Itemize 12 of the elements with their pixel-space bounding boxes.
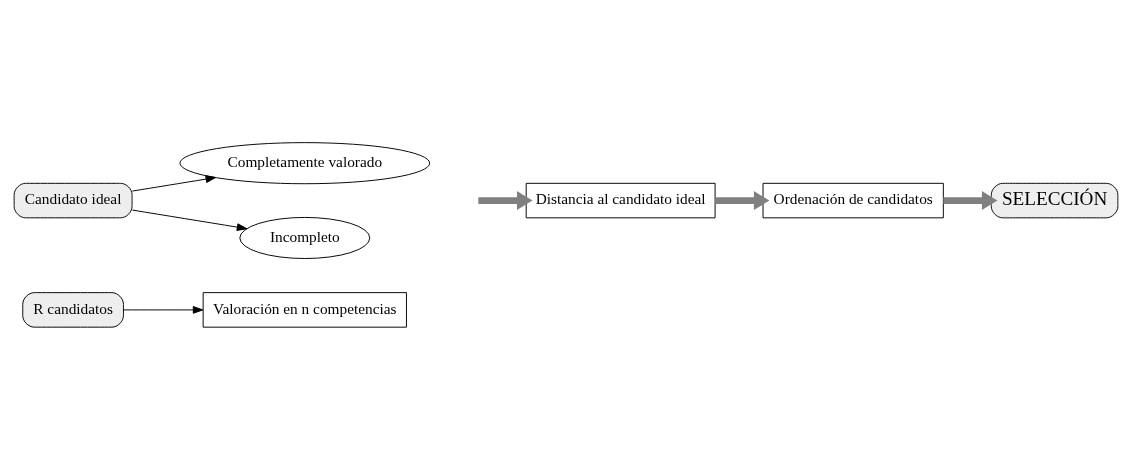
- arrow: [123, 306, 204, 314]
- node-box: R candidatos: [22, 292, 124, 328]
- arrow: [715, 191, 770, 211]
- arrow: [131, 209, 248, 231]
- node-box: Valoración en n competencias: [202, 292, 407, 328]
- node-box: Ordenación de candidatos: [762, 182, 944, 219]
- node-ellipse: Incompleto: [239, 216, 371, 259]
- arrow: [131, 175, 217, 192]
- arrow: [943, 191, 998, 211]
- node-box: SELECCIÓN: [990, 182, 1119, 219]
- node-box: Candidato ideal: [13, 182, 133, 219]
- node-box: Distancia al candidato ideal: [525, 182, 716, 219]
